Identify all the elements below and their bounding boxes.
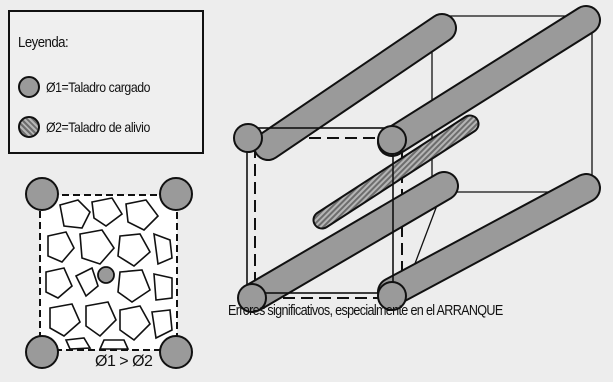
corner-hole-bottom-left	[25, 335, 59, 369]
front-frame	[246, 127, 394, 294]
legend-box: Leyenda: Ø1=Taladro cargado Ø2=Taladro d…	[8, 10, 204, 154]
corner-hole-top-right	[159, 177, 193, 211]
legend-title: Leyenda:	[18, 34, 69, 51]
loaded-hole-icon	[18, 76, 40, 98]
center-relief-hole	[97, 266, 115, 284]
legend-item-label: Ø2=Taladro de alivio	[46, 119, 150, 135]
rock-fragments	[45, 197, 173, 350]
blast-face-section	[25, 177, 193, 369]
hole-front-bottom-right	[377, 281, 407, 311]
far-end-frame	[442, 15, 593, 193]
caption-text: Errores significativos, especialmente en…	[228, 302, 503, 319]
relief-hole-icon	[18, 116, 40, 138]
hole-front-top-right	[377, 125, 407, 155]
legend-item-relief-hole: Ø2=Taladro de alivio	[18, 116, 164, 138]
hole-front-bottom-left	[237, 283, 267, 313]
legend-item-label: Ø1=Taladro cargado	[46, 79, 151, 95]
legend-item-loaded-hole: Ø1=Taladro cargado	[18, 76, 164, 98]
hole-front-top-left	[233, 123, 263, 153]
corner-hole-bottom-right	[159, 335, 193, 369]
corner-hole-top-left	[25, 177, 59, 211]
diameter-relation: Ø1 > Ø2	[95, 353, 153, 370]
drill-holes-perspective	[233, 5, 601, 313]
